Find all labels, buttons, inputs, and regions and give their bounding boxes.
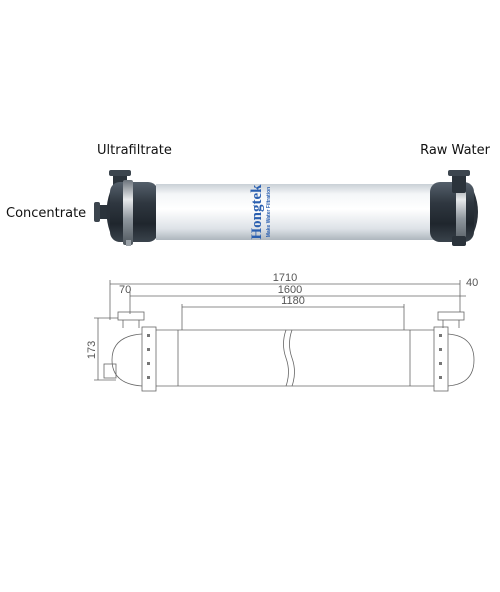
- technical-drawing: [94, 280, 475, 392]
- right-port-bracket: [437, 311, 465, 321]
- membrane-housing: [156, 184, 434, 240]
- dim-text-overall: 1710: [273, 272, 297, 284]
- uf-module-photo: [94, 170, 478, 246]
- left-clamp-band: [123, 180, 133, 245]
- label-concentrate: Concentrate: [6, 206, 87, 221]
- left-collar: [141, 326, 157, 392]
- dim-text-port-height: 173: [86, 341, 98, 359]
- dim-text-body: 1600: [278, 284, 302, 296]
- right-collar: [433, 326, 449, 392]
- brand-logo: Hongtek Make Water Filtration: [249, 184, 272, 240]
- label-raw-water: Raw Water: [420, 143, 490, 158]
- right-top-port: [452, 173, 466, 193]
- dim-text-left-port: 70: [119, 284, 131, 296]
- dim-text-tube: 1180: [281, 295, 305, 307]
- dim-text-right-port: 40: [466, 277, 478, 289]
- label-ultrafiltrate: Ultrafiltrate: [97, 143, 172, 158]
- right-bottom-port: [452, 236, 466, 246]
- collar-bolts: [147, 334, 442, 379]
- left-port-bracket: [117, 311, 145, 321]
- logo-text: Hongtek: [249, 184, 265, 240]
- left-end-cap: [110, 182, 158, 242]
- right-clamp-band: [456, 180, 466, 245]
- logo-subtext: Make Water Filtration: [266, 187, 272, 237]
